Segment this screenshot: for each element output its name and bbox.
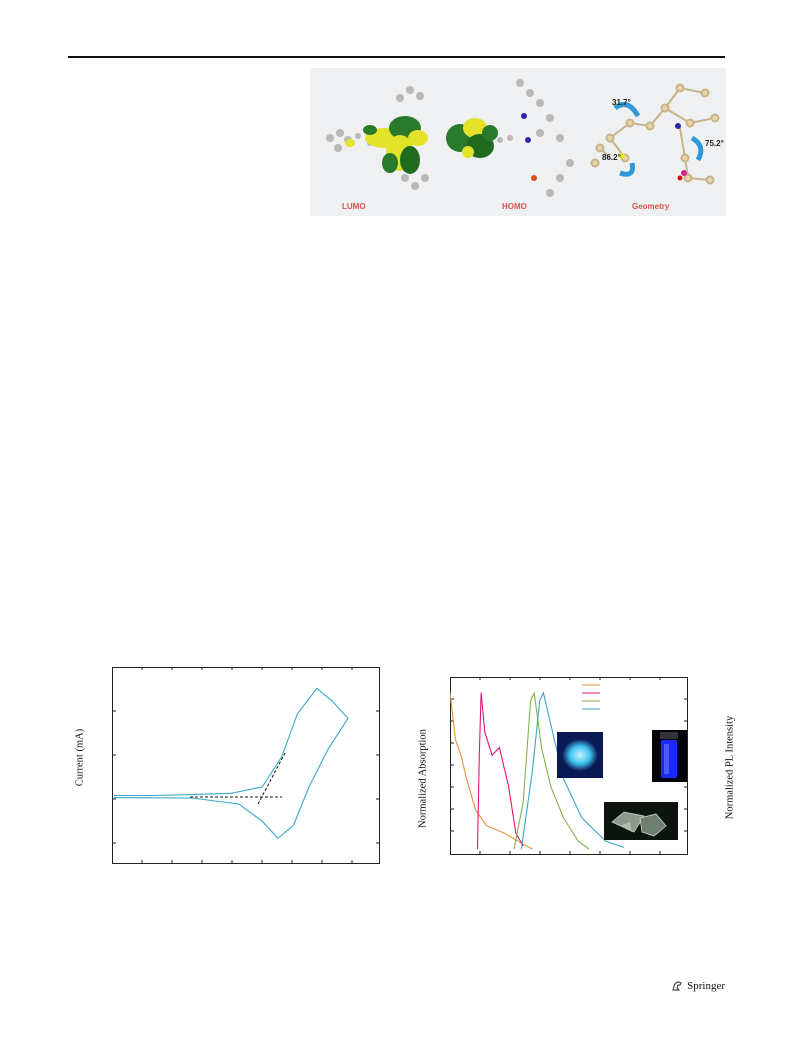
spectra-plot-frame [450,677,688,855]
spectra-ticks [450,677,688,855]
spectra-series-line [476,692,524,850]
springer-horse-icon [672,981,682,991]
spectra-series-line [513,690,590,850]
powder-glow [562,739,598,771]
rotation-arrow-icon [613,101,641,118]
phosphorus-atom [681,170,687,176]
spectra-series-line [450,692,533,850]
oxygen-atom [677,175,683,181]
geometry-molecule-image [590,83,720,185]
spectra-series-line [520,691,625,850]
angle-label: 86.2° [602,153,621,162]
spectra-series-group [450,690,625,850]
vial-glow [660,732,678,778]
onset-tangent [257,752,286,805]
lumo-label: LUMO [342,202,366,211]
publisher-name: Springer [687,980,725,992]
sulfur-atom [619,153,625,159]
homo-label: HOMO [502,202,527,211]
nitrogen-atom [675,123,681,129]
molecular-orbital-figure: 31.7° 75.2° 86.2° LUMO HOMO Geometry [310,68,726,216]
geometry-label: Geometry [632,202,670,211]
crystal-photo [604,802,678,840]
cv-series-line [113,687,349,840]
header-rule [68,56,725,58]
rotation-arrow-icon [619,162,635,177]
pl-y-axis-label: Normalized PL Intensity [724,715,736,820]
angle-label: 31.7° [612,98,631,107]
abs-y-axis-label: Normalized Absorption [417,729,429,828]
spectra-legend [582,684,600,710]
cv-chart [112,667,380,864]
molecule-illustrations: 31.7° 75.2° 86.2° [326,79,724,197]
publisher-logo: Springer [671,980,725,992]
crystal-shapes [611,811,667,837]
cv-ticks [112,667,380,864]
solution-vial-photo [652,730,687,782]
angle-label: 75.2° [705,139,724,148]
homo-molecule-image [446,79,574,197]
powder-photo [557,732,603,778]
rotation-arrow-icon [690,135,704,162]
spectra-chart [450,677,688,855]
cv-plot-frame [112,667,380,864]
lumo-molecule-image [326,86,429,190]
cv-y-axis-label: Current (mA) [74,728,86,787]
